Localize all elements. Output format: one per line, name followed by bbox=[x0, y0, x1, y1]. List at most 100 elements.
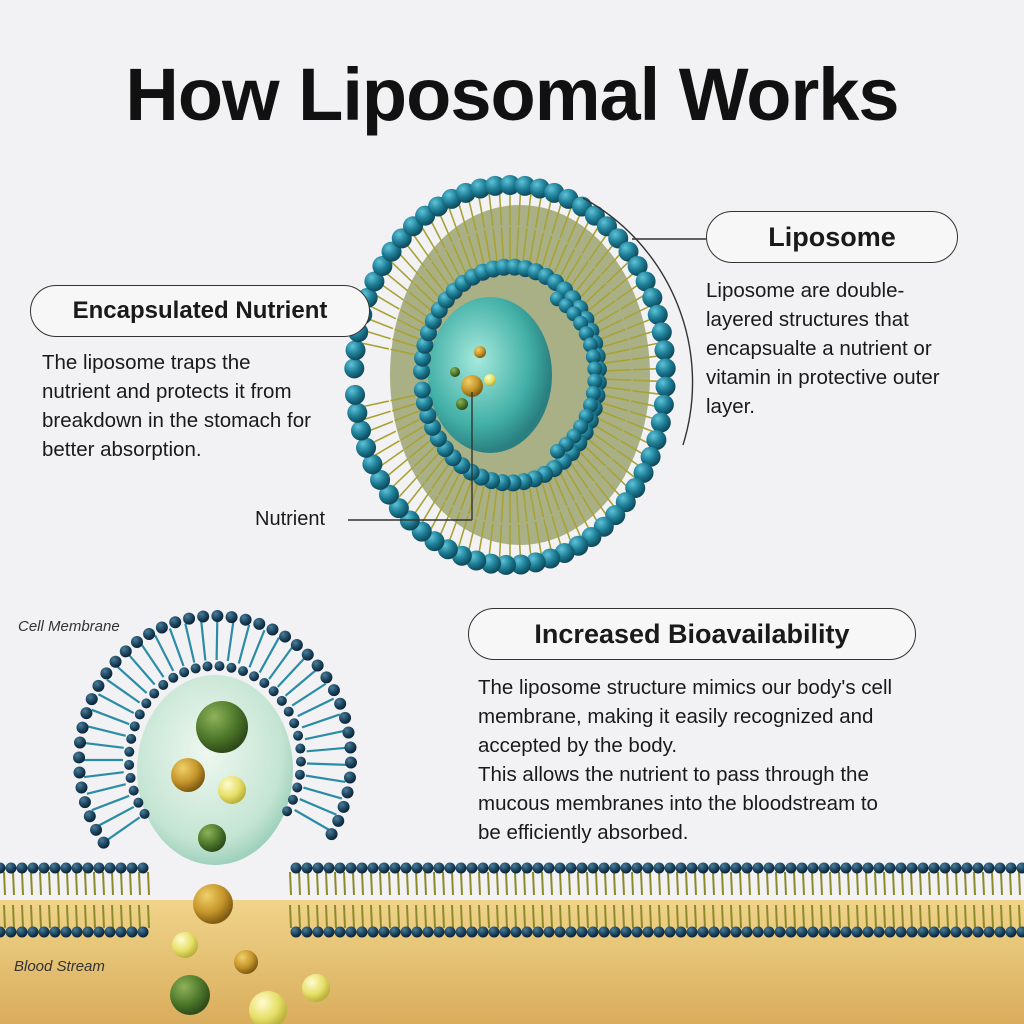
liposome-outer-head bbox=[370, 469, 391, 490]
membrane-tail bbox=[622, 871, 625, 896]
membrane-tail bbox=[856, 904, 859, 929]
membrane-tail bbox=[874, 904, 877, 929]
vesicle-inner-head bbox=[282, 806, 293, 817]
membrane-tail bbox=[316, 904, 319, 929]
membrane-tail bbox=[30, 871, 33, 896]
membrane-tail bbox=[739, 904, 742, 929]
liposome-outer-head bbox=[362, 454, 383, 475]
vesicle-inner-head bbox=[134, 709, 145, 720]
page-title: How Liposomal Works bbox=[125, 53, 899, 136]
membrane-tail bbox=[424, 904, 427, 929]
vesicle-tail bbox=[106, 816, 141, 842]
liposome-tail bbox=[452, 473, 468, 506]
liposome-tail bbox=[546, 477, 561, 511]
liposome-tail bbox=[559, 205, 573, 239]
vesicle-inner-head bbox=[249, 671, 260, 682]
membrane-head bbox=[785, 926, 797, 938]
membrane-tail bbox=[766, 904, 769, 929]
liposome-outer-head bbox=[364, 271, 385, 292]
membrane-tail bbox=[21, 904, 24, 929]
membrane-tail bbox=[39, 904, 42, 929]
vesicle-tail bbox=[168, 628, 185, 667]
liposome-outer-head bbox=[640, 446, 661, 467]
liposome-tail bbox=[360, 400, 390, 408]
vesicle-inner-head bbox=[126, 733, 137, 744]
membrane-tail bbox=[397, 871, 400, 896]
membrane-head bbox=[917, 926, 929, 938]
membrane-tail bbox=[748, 904, 751, 929]
membrane-head bbox=[49, 862, 61, 874]
vesicle-outer-head bbox=[301, 648, 314, 661]
membrane-head bbox=[532, 862, 544, 874]
membrane-head bbox=[697, 862, 709, 874]
vesicle-outer-head bbox=[92, 679, 105, 692]
membrane-tail bbox=[66, 904, 69, 929]
vesicle-tail bbox=[226, 621, 235, 662]
membrane-head bbox=[895, 862, 907, 874]
vesicle-inner-head bbox=[237, 666, 248, 677]
membrane-head bbox=[620, 926, 632, 938]
membrane-head bbox=[719, 862, 731, 874]
liposome-tail bbox=[543, 519, 553, 554]
membrane-tail bbox=[102, 871, 105, 896]
liposome-tail bbox=[438, 507, 453, 539]
liposome-tail bbox=[457, 200, 469, 235]
liposome-tail bbox=[425, 455, 447, 482]
vesicle-inner-head bbox=[226, 662, 237, 673]
liposome-tail bbox=[551, 200, 563, 235]
membrane-tail bbox=[388, 904, 391, 929]
vesicle-outer-head bbox=[343, 771, 356, 784]
membrane-head bbox=[5, 862, 17, 874]
vesicle-inner-head bbox=[149, 688, 160, 699]
liposome-tail bbox=[437, 254, 457, 285]
membrane-tail bbox=[631, 871, 634, 896]
membrane-head bbox=[994, 862, 1006, 874]
membrane-head bbox=[71, 862, 83, 874]
membrane-head bbox=[345, 862, 357, 874]
membrane-tail bbox=[433, 904, 436, 929]
membrane-tail bbox=[138, 871, 141, 896]
membrane-tail bbox=[352, 904, 355, 929]
liposome-outer-head bbox=[514, 175, 535, 196]
liposome-tail bbox=[404, 430, 431, 450]
membrane-head bbox=[27, 926, 39, 938]
membrane-head bbox=[675, 862, 687, 874]
membrane-head bbox=[752, 926, 764, 938]
vesicle-outer-head bbox=[239, 613, 252, 626]
vesicle-outer-head bbox=[253, 617, 266, 630]
liposome-tail bbox=[483, 484, 492, 520]
vesicle-outer-head bbox=[119, 645, 132, 658]
liposome-tail bbox=[577, 275, 601, 301]
liposome-tail bbox=[459, 477, 474, 511]
liposome-tail bbox=[408, 437, 435, 459]
membrane-head bbox=[950, 926, 962, 938]
liposome-tail bbox=[452, 244, 468, 277]
vesicle-inner-head bbox=[259, 677, 270, 688]
membrane-head bbox=[312, 926, 324, 938]
membrane-head bbox=[301, 862, 313, 874]
membrane-head bbox=[686, 926, 698, 938]
membrane-head bbox=[576, 862, 588, 874]
vesicle-tail bbox=[116, 665, 148, 694]
membrane-tail bbox=[784, 871, 787, 896]
membrane-tail bbox=[379, 904, 382, 929]
membrane-head bbox=[16, 862, 28, 874]
membrane-head bbox=[126, 926, 138, 938]
membrane-tail bbox=[12, 871, 15, 896]
liposome-tail bbox=[594, 416, 623, 432]
membrane-tail bbox=[66, 871, 69, 896]
nutrient-particle bbox=[196, 701, 248, 753]
vesicle-outer-head bbox=[334, 697, 347, 710]
liposome-tail bbox=[475, 482, 486, 518]
liposome-tail bbox=[444, 469, 463, 501]
membrane-tail bbox=[568, 904, 571, 929]
liposome-tail bbox=[444, 249, 463, 281]
liposome-tail bbox=[620, 293, 647, 310]
membrane-tail bbox=[694, 904, 697, 929]
membrane-head bbox=[356, 926, 368, 938]
encapsulated-nutrient bbox=[461, 375, 483, 397]
membrane-head bbox=[444, 862, 456, 874]
membrane-head bbox=[598, 862, 610, 874]
liposome-tail bbox=[498, 190, 503, 226]
membrane-tail bbox=[928, 871, 931, 896]
